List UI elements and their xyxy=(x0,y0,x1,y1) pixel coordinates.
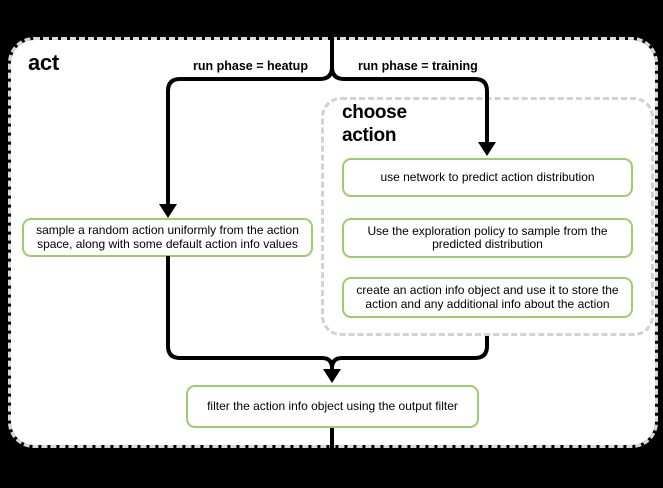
node-create-action-info-label: create an action info object and use it … xyxy=(356,283,619,311)
choose-action-title: choose action xyxy=(342,102,407,146)
node-exploration-policy: Use the exploration policy to sample fro… xyxy=(342,218,633,258)
node-filter-output-label: filter the action info object using the … xyxy=(207,398,458,413)
branch-label-training: run phase = training xyxy=(358,59,478,73)
node-sample-random-action-label: sample a random action uniformly from th… xyxy=(36,223,299,251)
node-use-network: use network to predict action distributi… xyxy=(342,158,633,197)
act-title: act xyxy=(28,50,59,75)
node-create-action-info: create an action info object and use it … xyxy=(342,277,633,318)
node-use-network-label: use network to predict action distributi… xyxy=(380,169,595,184)
branch-label-heatup: run phase = heatup xyxy=(193,59,308,73)
node-sample-random-action: sample a random action uniformly from th… xyxy=(22,218,313,257)
node-filter-output: filter the action info object using the … xyxy=(186,385,479,428)
node-exploration-policy-label: Use the exploration policy to sample fro… xyxy=(367,223,608,251)
